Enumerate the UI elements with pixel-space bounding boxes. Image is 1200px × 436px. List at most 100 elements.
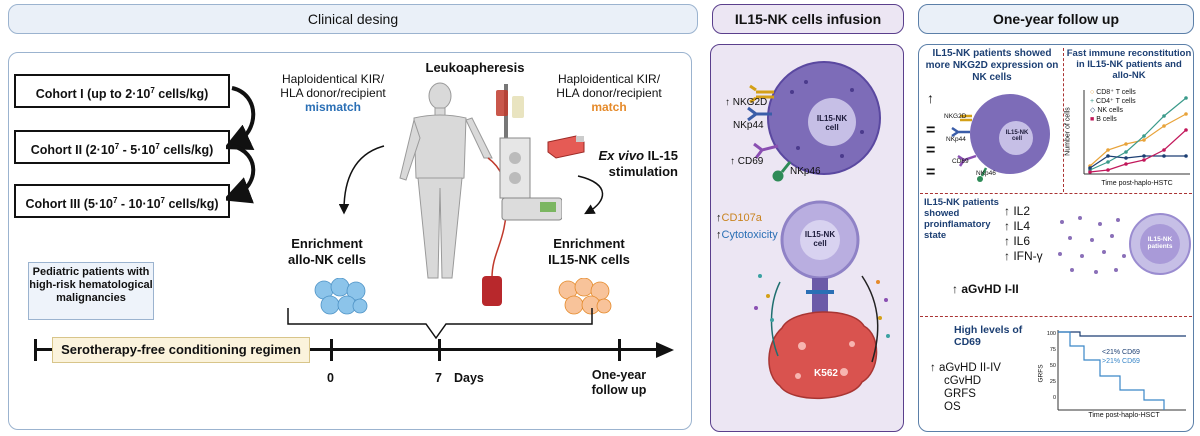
exvivo-rest: IL-15 stimulation xyxy=(608,148,678,179)
granules xyxy=(790,80,864,158)
cd8-line-point xyxy=(1184,112,1188,116)
pediatric-box: Pediatric patients with high-risk hemato… xyxy=(28,262,154,320)
mid-marker-nkg2d: ↑ NKG2D xyxy=(725,97,767,108)
outcome-grfs: GRFS xyxy=(930,388,1001,401)
outcome-grfs-label: GRFS xyxy=(944,388,976,400)
il15-nk-cell-diagram xyxy=(747,61,881,182)
cohort-2: Cohort II (2·107 - 5·107 cells/kg) xyxy=(14,130,230,164)
tick-7 xyxy=(438,339,441,361)
km-line-low xyxy=(1058,331,1186,337)
reconstitution-chart xyxy=(1083,90,1190,175)
enrich-allo-2: allo-NK cells xyxy=(287,252,367,267)
exvivo-label: Ex vivo IL-15 stimulation xyxy=(588,148,679,180)
outcome-os-label: OS xyxy=(944,401,961,413)
tick-0-label: 0 xyxy=(327,371,334,385)
cohort-arrow-1 xyxy=(226,86,256,150)
cd4-line xyxy=(1089,97,1187,171)
right-marker-nkp46: NKp46 xyxy=(976,170,996,177)
cohort-2-tail: cells/kg) xyxy=(159,143,214,158)
mid-marker-nkp44-label: NKp44 xyxy=(733,120,764,131)
km-ticks: 100 75 50 25 0 xyxy=(1044,326,1056,406)
outcome-cgvhd: cGvHD xyxy=(930,375,1001,388)
nk-line-point xyxy=(1124,156,1128,160)
cytotoxicity-text: Cytotoxicity xyxy=(721,229,778,241)
cd4-line-point xyxy=(1124,150,1128,154)
cd8-line-point xyxy=(1106,148,1110,152)
mismatch-block: Haploidentical KIR/ HLA donor/recipient … xyxy=(274,72,392,114)
right-eq-3: = xyxy=(926,164,936,181)
cd4-line-point xyxy=(1162,114,1166,118)
km-tick-25: 25 xyxy=(1049,379,1056,385)
culture-flask-icon xyxy=(547,135,585,159)
patients-label: IL15-NK patients xyxy=(1147,236,1173,250)
reconst-title: Fast immune reconstitution in IL15-NK pa… xyxy=(1066,48,1192,81)
k562-cell xyxy=(768,311,878,400)
proinf-title: IL15-NK patients showed proinflamatory s… xyxy=(924,197,999,241)
km-legend-high: >21% CD69 xyxy=(1102,358,1140,365)
header-followup: One-year follow up xyxy=(918,4,1194,34)
match-desc: Haploidentical KIR/ HLA donor/recipient xyxy=(556,72,662,100)
cohort-2-text: Cohort II (2·10 xyxy=(30,143,115,158)
mid-marker-nkp46-label: NKp46 xyxy=(790,166,821,177)
cytokine-list: ↑ IL2 ↑ IL4 ↑ IL6 ↑ IFN-γ xyxy=(1004,204,1043,264)
exvivo-italic: Ex vivo xyxy=(598,148,645,163)
mismatch-desc: Haploidentical KIR/ HLA donor/recipient xyxy=(280,72,386,100)
cohort-1-text: Cohort I (up to 2·10 xyxy=(35,87,151,102)
legend-cd8: ○ CD8⁺ T cells xyxy=(1090,89,1136,96)
nk-line-point xyxy=(1162,154,1166,158)
up-arrow-cd69: ↑ xyxy=(730,156,735,167)
up-arrow-nkg2d: ↑ xyxy=(725,97,730,108)
cohort-arrows xyxy=(226,86,256,204)
cohort-2-exp2: 7 xyxy=(155,142,160,151)
reconst-ylabel: Number of cells xyxy=(1064,107,1072,156)
km-legend-low: <21% CD69 xyxy=(1102,349,1140,356)
reconst-xlabel: Time post-haplo-HSTC xyxy=(1101,180,1173,187)
k562-label: K562 xyxy=(814,368,838,379)
granule-dots xyxy=(754,274,890,338)
header-clinical-label: Clinical desing xyxy=(307,11,399,27)
km-tick-50: 50 xyxy=(1049,363,1056,369)
regimen-box: Serotherapy-free conditioning regimen xyxy=(52,337,310,363)
right-divider-v xyxy=(1063,48,1064,192)
cd8-line-point xyxy=(1162,124,1166,128)
cytotoxicity-diagram xyxy=(754,200,890,400)
right-divider-h1 xyxy=(920,193,1192,194)
nkg2d-title: IL15-NK patients showed more NKG2D expre… xyxy=(925,48,1059,83)
right-marker-nkg2d: NKG2D xyxy=(944,113,967,120)
cytokine-il2: ↑ IL2 xyxy=(1004,204,1043,219)
agvhd-label: ↑ aGvHD I-II xyxy=(952,282,1019,296)
timeline-bracket xyxy=(287,308,593,340)
km-xlabel: Time post-haplo-HSCT xyxy=(1088,412,1160,419)
km-legend: <21% CD69 >21% CD69 xyxy=(1102,348,1140,366)
km-tick-0: 0 xyxy=(1052,395,1056,401)
arrow-to-il15 xyxy=(577,175,604,215)
cytokine-il4: ↑ IL4 xyxy=(1004,219,1043,234)
enrich-allo-1: Enrichment xyxy=(291,236,363,251)
allo-nk-cluster xyxy=(314,278,368,315)
cohort-3-tail: cells/kg) xyxy=(165,197,219,212)
km-tick-75: 75 xyxy=(1049,347,1056,353)
outcome-os: OS xyxy=(930,401,1001,414)
km-tick-100: 100 xyxy=(1046,331,1056,337)
cohort-1-exp: 7 xyxy=(150,86,155,95)
receptor-nkp46 xyxy=(772,161,792,182)
timeline-line xyxy=(34,348,662,351)
nk-line xyxy=(1089,155,1186,169)
b-line xyxy=(1089,129,1187,173)
mid-cell-label: IL15-NK cell xyxy=(816,114,848,132)
right-eq-2: = xyxy=(926,142,936,159)
legend-cd4: + CD4⁺ T cells xyxy=(1090,98,1136,105)
right-eq-1: = xyxy=(926,122,936,139)
cytokine-ifng: ↑ IFN-γ xyxy=(1004,249,1043,264)
cohort-1: Cohort I (up to 2·107 cells/kg) xyxy=(14,74,230,108)
b-line-point xyxy=(1106,168,1110,172)
km-chart xyxy=(1057,330,1186,411)
legend-cd4-label: CD4⁺ T cells xyxy=(1096,98,1136,105)
b-line-point xyxy=(1124,162,1128,166)
mid-marker-nkp44: NKp44 xyxy=(733,120,764,131)
cohort-1-tail: cells/kg) xyxy=(154,87,209,102)
right-marker-nkp44: NKp44 xyxy=(946,136,966,143)
cytokine-il6-label: IL6 xyxy=(1013,234,1031,248)
cd4-line-point xyxy=(1142,134,1146,138)
header-infusion-label: IL15-NK cells infusion xyxy=(734,11,882,27)
